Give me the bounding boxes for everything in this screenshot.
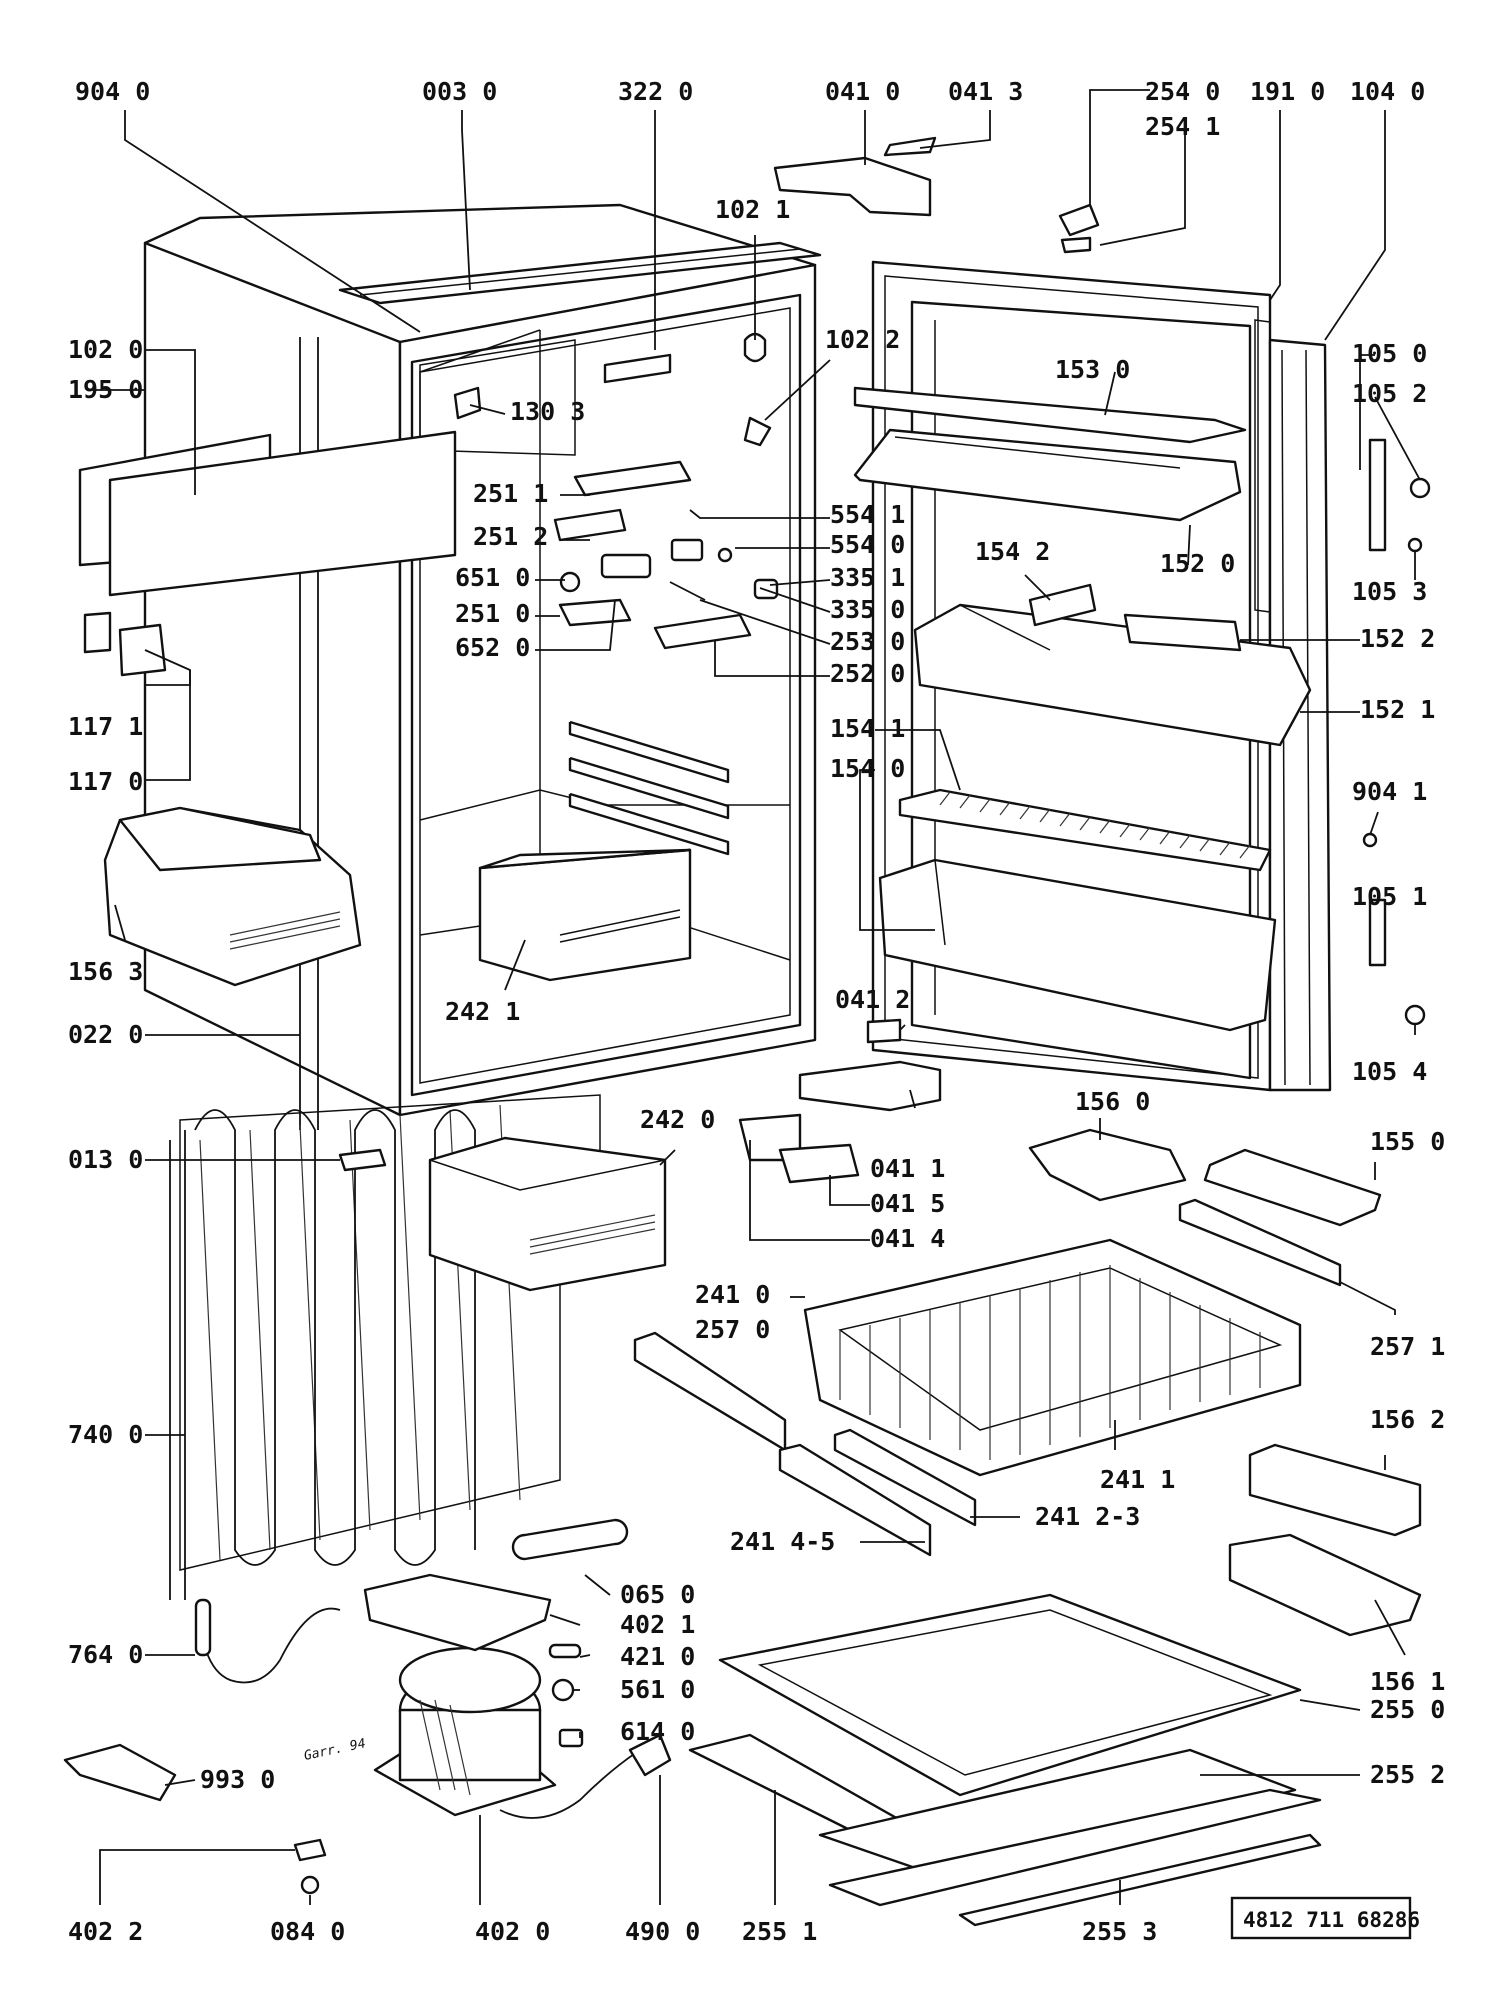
label-614-0: 614 0 — [620, 1717, 695, 1746]
label-003-0: 003 0 — [422, 77, 497, 106]
label-105-0: 105 0 — [1352, 339, 1427, 368]
label-255-3: 255 3 — [1082, 1917, 1157, 1946]
label-251-0: 251 0 — [455, 599, 530, 628]
label-254-1: 254 1 — [1145, 112, 1220, 141]
signature: Garr. 94 — [303, 1736, 367, 1764]
capillary-tube — [194, 1598, 341, 1684]
label-155-0: 155 0 — [1370, 1127, 1445, 1156]
label-152-2: 152 2 — [1360, 624, 1435, 653]
label-105-1: 105 1 — [1352, 882, 1427, 911]
label-904-1: 904 1 — [1352, 777, 1427, 806]
label-102-2: 102 2 — [825, 325, 900, 354]
label-065-0: 065 0 — [620, 1580, 695, 1609]
small-items — [63, 1148, 387, 1895]
label-904-0: 904 0 — [75, 77, 150, 106]
label-241-4-5: 241 4-5 — [730, 1527, 835, 1556]
catalog-number: 4812 711 68286 — [1243, 1908, 1420, 1932]
catalog-number-box: 4812 711 68286 — [1230, 1896, 1420, 1940]
label-257-1: 257 1 — [1370, 1332, 1445, 1361]
label-402-1: 402 1 — [620, 1610, 695, 1639]
label-242-1: 242 1 — [445, 997, 520, 1026]
label-105-2: 105 2 — [1352, 379, 1427, 408]
label-554-1: 554 1 — [830, 500, 905, 529]
label-561-0: 561 0 — [620, 1675, 695, 1704]
label-013-0: 013 0 — [68, 1145, 143, 1174]
label-156-0: 156 0 — [1075, 1087, 1150, 1116]
label-156-2: 156 2 — [1370, 1405, 1445, 1434]
label-105-3: 105 3 — [1352, 577, 1427, 606]
label-241-1: 241 1 — [1100, 1465, 1175, 1494]
label-335-1: 335 1 — [830, 563, 905, 592]
label-154-1: 154 1 — [830, 714, 905, 743]
label-740-0: 740 0 — [68, 1420, 143, 1449]
label-195-0: 195 0 — [68, 375, 143, 404]
left-side-parts — [78, 430, 457, 987]
label-764-0: 764 0 — [68, 1640, 143, 1669]
label-154-0: 154 0 — [830, 754, 905, 783]
label-152-0: 152 0 — [1160, 549, 1235, 578]
label-105-4: 105 4 — [1352, 1057, 1427, 1086]
label-651-0: 651 0 — [455, 563, 530, 592]
top-strip — [338, 241, 822, 305]
label-255-2: 255 2 — [1370, 1760, 1445, 1789]
label-402-0: 402 0 — [475, 1917, 550, 1946]
leader-lines — [90, 89, 1421, 1905]
label-191-0: 191 0 — [1250, 77, 1325, 106]
crisper-drawer-large — [428, 1136, 667, 1292]
label-255-0: 255 0 — [1370, 1695, 1445, 1724]
label-041-5: 041 5 — [870, 1189, 945, 1218]
label-041-3: 041 3 — [948, 77, 1023, 106]
label-253-0: 253 0 — [830, 627, 905, 656]
label-154-2: 154 2 — [975, 537, 1050, 566]
thermostat-cluster — [453, 332, 779, 650]
part-labels: 904 0 003 0 322 0 041 0 041 3 254 0 254 … — [68, 77, 1445, 1946]
label-252-0: 252 0 — [830, 659, 905, 688]
label-241-0: 241 0 — [695, 1280, 770, 1309]
compressor — [363, 1518, 672, 1819]
door-hardware — [1362, 438, 1431, 1026]
label-153-0: 153 0 — [1055, 355, 1130, 384]
label-156-1: 156 1 — [1370, 1667, 1445, 1696]
label-993-0: 993 0 — [200, 1765, 275, 1794]
label-554-0: 554 0 — [830, 530, 905, 559]
label-335-0: 335 0 — [830, 595, 905, 624]
label-652-0: 652 0 — [455, 633, 530, 662]
crisper-drawer-small — [478, 848, 692, 982]
label-084-0: 084 0 — [270, 1917, 345, 1946]
label-041-1: 041 1 — [870, 1154, 945, 1183]
label-041-2: 041 2 — [835, 985, 910, 1014]
label-130-3: 130 3 — [510, 397, 585, 426]
label-257-0: 257 0 — [695, 1315, 770, 1344]
hinges — [738, 136, 1100, 1184]
label-102-0: 102 0 — [68, 335, 143, 364]
label-490-0: 490 0 — [625, 1917, 700, 1946]
label-255-1: 255 1 — [742, 1917, 817, 1946]
trays — [1028, 1128, 1422, 1637]
label-402-2: 402 2 — [68, 1917, 143, 1946]
label-041-4: 041 4 — [870, 1224, 945, 1253]
label-322-0: 322 0 — [618, 77, 693, 106]
label-117-1: 117 1 — [68, 712, 143, 741]
label-152-1: 152 1 — [1360, 695, 1435, 724]
label-251-2: 251 2 — [473, 522, 548, 551]
label-156-3: 156 3 — [68, 957, 143, 986]
label-251-1: 251 1 — [473, 479, 548, 508]
label-102-1: 102 1 — [715, 195, 790, 224]
glass-shelves — [688, 1593, 1322, 1927]
label-241-2-3: 241 2-3 — [1035, 1502, 1140, 1531]
label-421-0: 421 0 — [620, 1642, 695, 1671]
wire-basket — [803, 1238, 1302, 1477]
label-041-0: 041 0 — [825, 77, 900, 106]
label-242-0: 242 0 — [640, 1105, 715, 1134]
door-shelves — [853, 386, 1312, 1032]
label-117-0: 117 0 — [68, 767, 143, 796]
label-022-0: 022 0 — [68, 1020, 143, 1049]
label-104-0: 104 0 — [1350, 77, 1425, 106]
cabinet-shelf-supports — [568, 720, 730, 856]
label-254-0: 254 0 — [1145, 77, 1220, 106]
rails — [633, 1198, 1342, 1557]
